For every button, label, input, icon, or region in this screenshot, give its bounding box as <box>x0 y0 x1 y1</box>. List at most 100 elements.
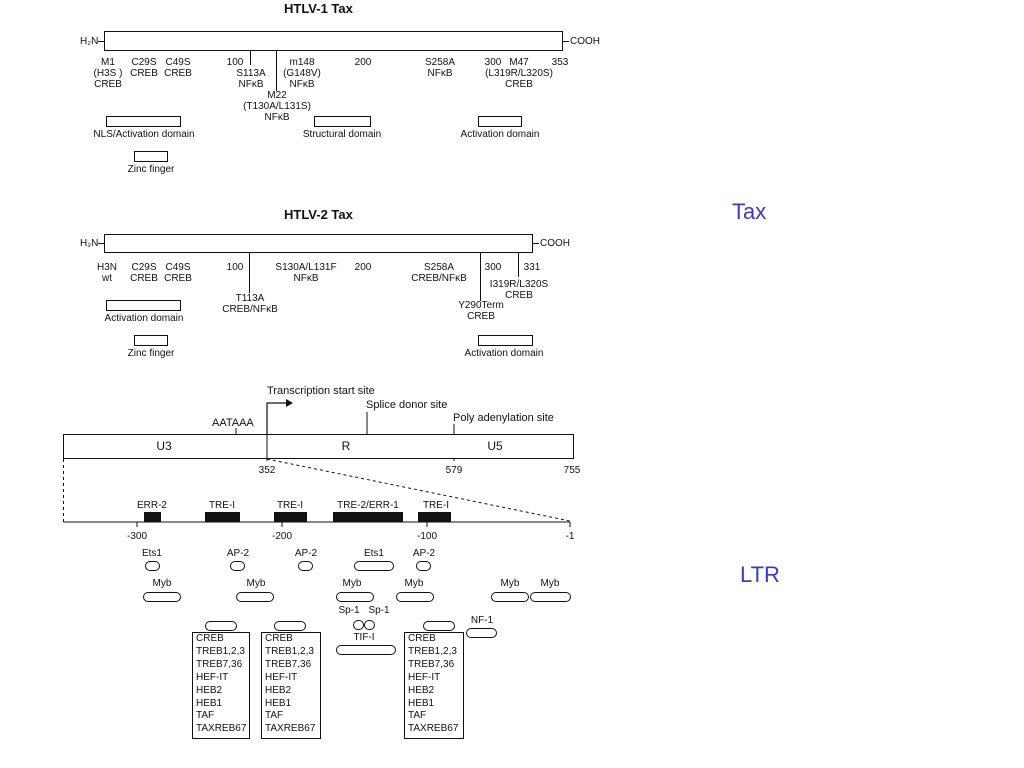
ets1-a-label: Ets1 <box>141 548 162 559</box>
htlv1-structural-domain-label: Structural domain <box>302 129 382 140</box>
htlv2-h3n-label: H3N wt <box>96 262 117 284</box>
ap2-c-label: AP-2 <box>412 548 436 559</box>
splice-donor-label: Splice donor site <box>366 399 448 411</box>
myb-c-label: Myb <box>342 578 362 589</box>
htlv2-c29s-label: C29S CREB <box>130 262 158 284</box>
ap2-a-label: AP-2 <box>226 548 250 559</box>
htlv2-y290-label: Y290Term CREB <box>458 300 504 322</box>
htlv1-m22-label: M22 (T130A/L131S) NFκB <box>243 90 311 123</box>
htlv2-zinc-finger-box <box>134 335 168 346</box>
pos-352: 352 <box>258 465 276 476</box>
transcription-start-label: Transcription start site <box>267 385 375 397</box>
sp1-b-pill <box>364 620 375 630</box>
htlv1-c-tick <box>563 41 569 42</box>
htlv2-n-terminus: H₂N <box>80 238 99 249</box>
htlv2-s258a-label: S258A CREB/NFκB <box>411 262 467 284</box>
htlv2-activation-domain-2-box <box>478 335 533 346</box>
list-item: TAF <box>196 710 215 722</box>
tax-side-label: Tax <box>732 199 767 224</box>
list-item: TREB7,36 <box>408 658 455 670</box>
list-item: TREB7,36 <box>196 658 243 670</box>
list-item: HEB2 <box>408 684 435 696</box>
htlv2-n-tick <box>98 243 104 244</box>
list-item: TREB1,2,3 <box>408 645 457 657</box>
tif1-pill <box>336 645 396 655</box>
list-item: TREB1,2,3 <box>265 645 314 657</box>
ap2-c-pill <box>416 561 431 571</box>
nf1-pill <box>466 628 497 638</box>
myb-d-label: Myb <box>404 578 424 589</box>
htlv2-activation-domain-2-label: Activation domain <box>464 348 544 359</box>
polya-label: Poly adenylation site <box>453 412 554 424</box>
htlv1-protein-bar <box>104 31 563 51</box>
htlv2-c-tick <box>533 243 539 244</box>
htlv1-activation-domain-label: Activation domain <box>460 129 540 140</box>
list-item: CREB <box>408 633 436 644</box>
htlv1-pos-200: 200 <box>354 57 372 68</box>
list-item: CREB <box>196 633 224 644</box>
htlv2-activation-domain-1-label: Activation domain <box>104 313 184 324</box>
creb-family-list-a: CREB TREB1,2,3 TREB7,36 HEF-IT HEB2 HEB1… <box>192 632 250 739</box>
htlv2-activation-domain-1-box <box>106 300 181 311</box>
trei-a-block <box>205 512 240 522</box>
myb-b-label: Myb <box>246 578 266 589</box>
list-item: TAF <box>408 710 427 722</box>
pos-755: 755 <box>563 465 581 476</box>
trei-b-block <box>274 512 307 522</box>
htlv2-t113a-line <box>249 253 250 293</box>
htlv1-structural-domain-box <box>314 116 371 127</box>
trei-c-block <box>418 512 451 522</box>
htlv1-n-tick <box>98 41 104 42</box>
htlv1-zinc-finger-label: Zinc finger <box>127 164 175 175</box>
myb-a-label: Myb <box>152 578 172 589</box>
myb-f-pill <box>530 592 571 602</box>
myb-f-label: Myb <box>540 578 560 589</box>
ap2-a-pill <box>230 561 245 571</box>
list-item: HEB2 <box>265 684 292 696</box>
list-item: TAXREB67 <box>265 723 316 735</box>
htlv2-zinc-finger-label: Zinc finger <box>127 348 175 359</box>
u5-label: U5 <box>487 439 503 453</box>
htlv2-i319r-line <box>518 253 519 277</box>
ets1-b-pill <box>354 561 394 571</box>
myb-e-label: Myb <box>500 578 520 589</box>
myb-e-pill <box>491 592 529 602</box>
list-item: HEB1 <box>196 697 223 709</box>
err2-block <box>144 512 161 522</box>
myb-b-pill <box>236 592 274 602</box>
sp1-a-pill <box>353 620 364 630</box>
htlv1-s113a-label: S113A NFκB <box>236 68 266 90</box>
htlv2-pos-100: 100 <box>226 262 244 273</box>
htlv1-c49s-label: C49S CREB <box>164 57 192 79</box>
htlv1-m1-label: M1 (H3S ) CREB <box>93 57 123 90</box>
htlv2-pos-331: 331 <box>523 262 541 273</box>
u3-label: U3 <box>156 439 172 453</box>
htlv2-protein-bar <box>104 234 533 253</box>
creb-family-list-b: CREB TREB1,2,3 TREB7,36 HEF-IT HEB2 HEB1… <box>261 632 321 739</box>
sp1-b-label: Sp-1 <box>368 605 390 616</box>
myb-d-pill <box>396 592 434 602</box>
scale-m300: -300 <box>126 531 147 542</box>
creb-c-pill <box>423 621 455 631</box>
htlv1-pos-300: 300 <box>484 57 502 68</box>
tif1-label: TIF-I <box>353 632 375 643</box>
trei-a-label: TRE-I <box>208 500 236 511</box>
htlv1-s113a-line <box>250 51 251 65</box>
tre2-label: TRE-2/ERR-1 <box>337 500 399 511</box>
tre2-block <box>333 512 403 522</box>
ltr-side-label: LTR <box>740 562 780 587</box>
creb-family-list-c: CREB TREB1,2,3 TREB7,36 HEF-IT HEB2 HEB1… <box>404 632 464 739</box>
aataaa-label: AATAAA <box>212 417 254 429</box>
scale-m200: -200 <box>271 531 292 542</box>
creb-a-pill <box>205 621 237 631</box>
htlv1-pos-100: 100 <box>226 57 244 68</box>
htlv1-title: HTLV-1 Tax <box>284 1 353 16</box>
htlv2-title: HTLV-2 Tax <box>284 207 353 222</box>
list-item: TAF <box>265 710 284 722</box>
creb-b-pill <box>274 621 306 631</box>
htlv2-i319r-label: I319R/L320S CREB <box>489 279 549 301</box>
htlv1-nls-domain-box <box>106 116 181 127</box>
htlv2-t113a-label: T113A CREB/NFκB <box>222 293 278 315</box>
list-item: HEB2 <box>196 684 223 696</box>
list-item: HEF-IT <box>196 671 229 683</box>
